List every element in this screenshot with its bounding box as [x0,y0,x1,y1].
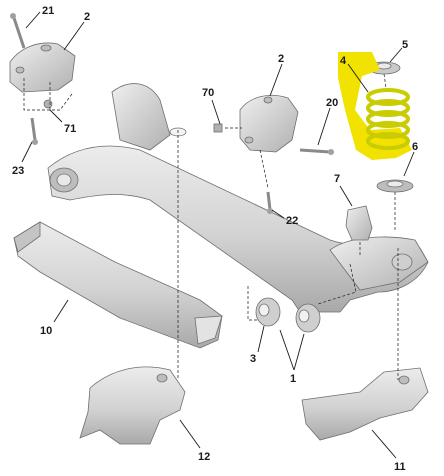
spring-seat-lower-6 [376,179,414,193]
callout-21: 21 [42,5,54,17]
bolt-20 [299,148,334,155]
bolt-21 [10,13,26,49]
bushing-3 [255,297,281,327]
callout-22: 22 [286,215,298,227]
callout-10: 10 [40,325,52,337]
bump-stop-7 [345,205,373,241]
callout-7: 7 [334,173,340,185]
heat-shield-10 [13,221,223,349]
bolt-22 [266,191,273,214]
bracket-2-mid [239,94,299,153]
shield-12 [79,366,186,445]
callout-6: 6 [412,141,418,153]
callout-5: 5 [402,39,408,51]
callout-2-mid: 2 [278,53,284,65]
bushing-1 [295,303,321,333]
callout-23: 23 [12,165,24,177]
leader-lines [21,11,415,459]
callout-2-left: 2 [84,11,90,23]
callout-20: 20 [326,97,338,109]
bracket-2-left [9,42,76,93]
callout-1: 1 [290,373,296,385]
callout-4: 4 [340,55,347,67]
shield-11 [301,367,429,441]
callout-71: 71 [64,123,76,135]
bolt-70 [213,123,223,133]
callout-70: 70 [202,87,214,99]
coil-spring-4 [338,52,412,160]
nut-71 [43,99,53,109]
callout-labels: 21 2 71 23 2 70 20 22 4 5 6 7 10 3 1 12 … [12,5,418,473]
rear-axle-beam [47,83,429,313]
assembly-guides [23,73,399,380]
bolt-23 [30,117,38,145]
callout-11: 11 [394,461,406,473]
callout-12: 12 [198,451,210,463]
callout-3: 3 [250,353,256,365]
